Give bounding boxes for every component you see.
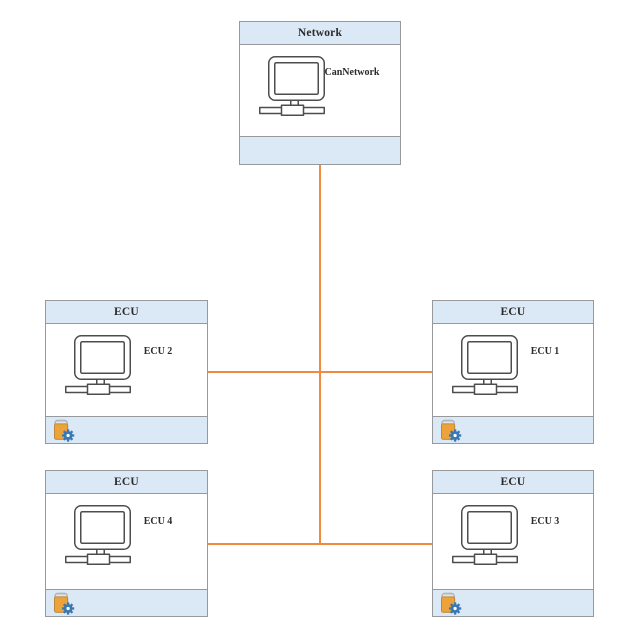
node-footer (433, 589, 593, 616)
node-label: ECU 4 (143, 516, 173, 527)
computer-network-icon (452, 505, 518, 565)
node-header: ECU (433, 471, 593, 494)
node-ecu-1[interactable]: ECU ECU 1 (432, 300, 594, 444)
computer-network-icon (65, 335, 131, 395)
node-ecu-4[interactable]: ECU ECU 4 (45, 470, 208, 617)
node-ecu-2[interactable]: ECU ECU 2 (45, 300, 208, 444)
node-footer (46, 589, 207, 616)
artifact-gear-icon (52, 592, 75, 615)
node-ecu-3[interactable]: ECU ECU 3 (432, 470, 594, 617)
connector-network-bus[interactable] (319, 165, 321, 544)
computer-network-icon (65, 505, 131, 565)
computer-network-icon (259, 56, 325, 116)
node-body: CanNetwork (240, 45, 400, 136)
node-footer (46, 416, 207, 443)
node-header: ECU (46, 301, 207, 324)
artifact-gear-icon (52, 419, 75, 442)
node-label: ECU 3 (530, 516, 560, 527)
connector-ecu4-ecu3[interactable] (208, 543, 432, 545)
artifact-gear-icon (439, 419, 462, 442)
node-footer (240, 136, 400, 164)
node-label: ECU 2 (143, 346, 173, 357)
node-label: CanNetwork (324, 67, 380, 78)
node-body: ECU 1 (433, 324, 593, 416)
connector-ecu2-ecu1[interactable] (208, 371, 432, 373)
node-header: ECU (46, 471, 207, 494)
node-body: ECU 4 (46, 494, 207, 589)
node-header: ECU (433, 301, 593, 324)
computer-network-icon (452, 335, 518, 395)
node-label: ECU 1 (530, 346, 560, 357)
node-footer (433, 416, 593, 443)
node-body: ECU 2 (46, 324, 207, 416)
node-body: ECU 3 (433, 494, 593, 589)
artifact-gear-icon (439, 592, 462, 615)
node-network[interactable]: Network CanNetwork (239, 21, 401, 165)
node-header: Network (240, 22, 400, 45)
